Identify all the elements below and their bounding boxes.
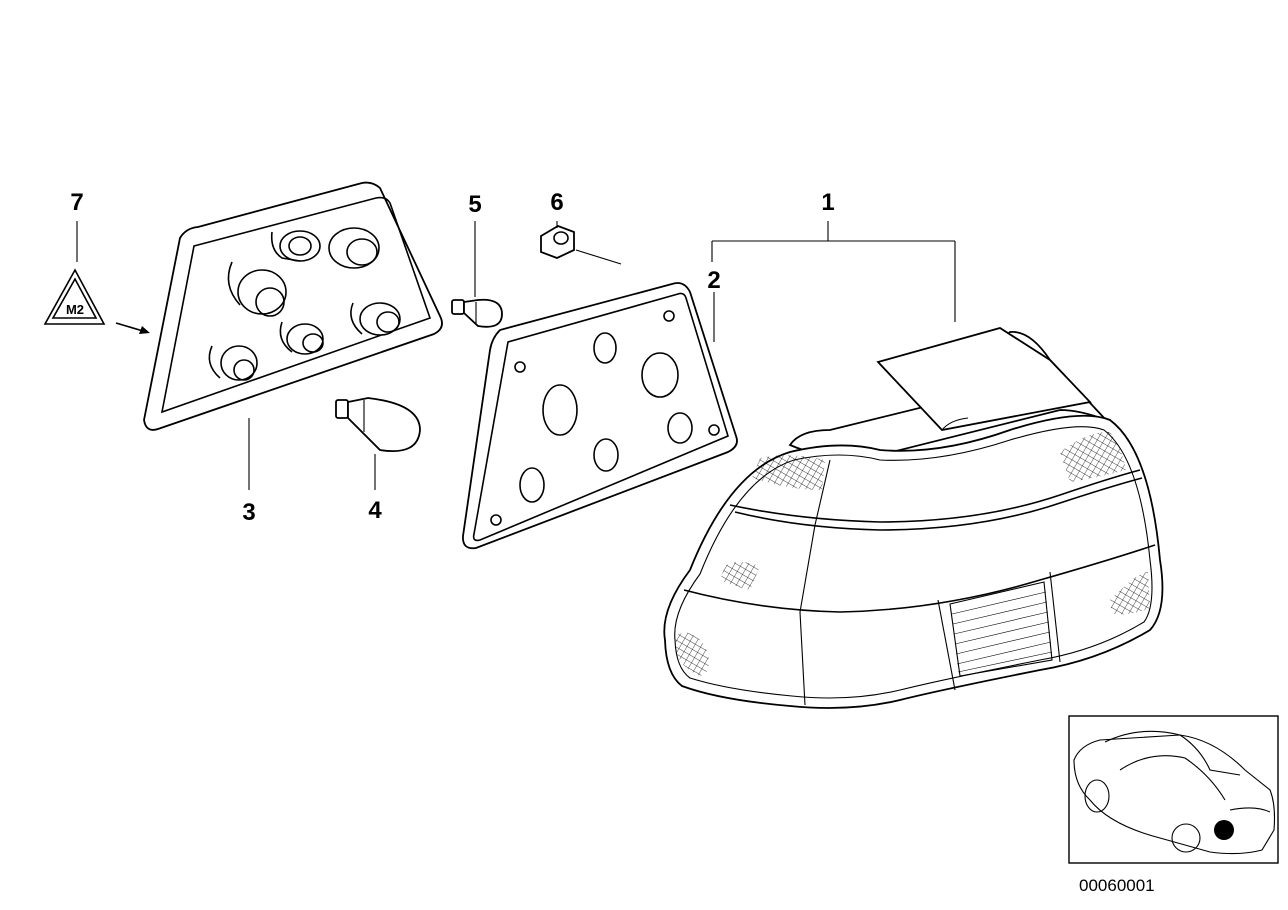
leader-line-6b <box>575 249 622 265</box>
arrow-icon <box>115 322 150 334</box>
callout-1: 1 <box>821 189 834 216</box>
nut-icon <box>540 225 575 259</box>
location-marker-icon <box>1214 820 1234 840</box>
small-bulb-icon <box>451 298 503 328</box>
callout-2: 2 <box>707 267 720 294</box>
gasket <box>462 282 738 550</box>
callout-6: 6 <box>550 189 563 216</box>
vehicle-locator-inset <box>1068 715 1279 864</box>
diagram-code: 00060001 <box>1079 876 1155 895</box>
large-bulb-icon <box>335 397 421 452</box>
callout-5: 5 <box>468 191 481 218</box>
bulb-holder <box>143 181 443 431</box>
warning-symbol-text: M2 <box>66 302 84 317</box>
leader-line-1 <box>711 221 956 322</box>
callout-3: 3 <box>242 499 255 526</box>
callout-7: 7 <box>70 189 83 216</box>
warning-triangle-icon: M2 <box>43 268 106 325</box>
car-outline-icon <box>1073 730 1276 855</box>
callout-4: 4 <box>368 497 382 524</box>
tail-light-assembly <box>663 327 1164 709</box>
